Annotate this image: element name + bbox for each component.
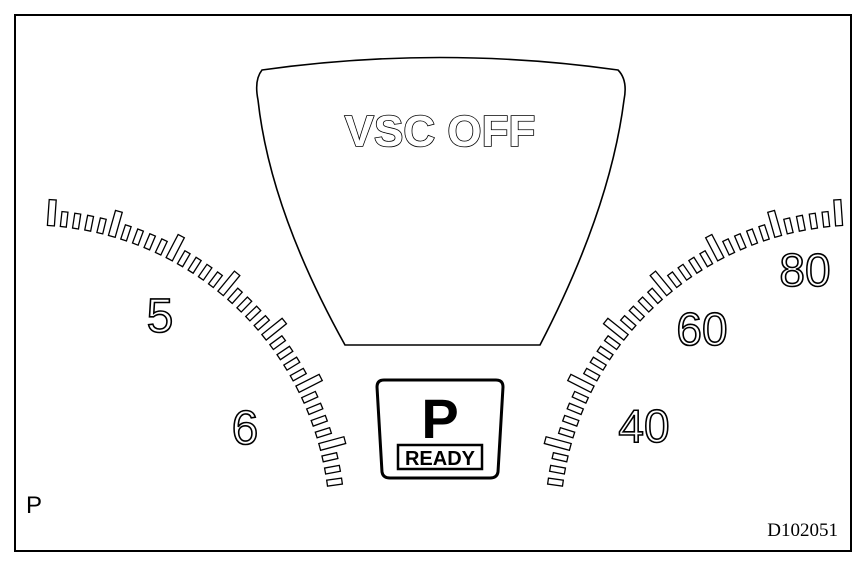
left-gauge-tick xyxy=(154,237,169,256)
right-gauge-tick xyxy=(546,477,565,487)
right-gauge-label-40: 40 xyxy=(618,400,669,452)
ready-badge xyxy=(396,443,484,471)
right-gauge-tick xyxy=(699,249,714,268)
right-gauge-tick xyxy=(649,270,674,297)
left-gauge-tick xyxy=(282,356,301,372)
right-gauge-tick xyxy=(721,237,736,256)
right-gauge-tick xyxy=(589,356,608,372)
shift-gear-letter: P xyxy=(421,387,458,450)
right-gauge-tick xyxy=(704,233,725,262)
left-gauge-tick xyxy=(300,390,319,404)
left-gauge-tick xyxy=(253,314,271,331)
left-gauge-tick xyxy=(107,209,124,239)
left-gauge-ticks xyxy=(46,198,347,487)
left-gauge-tick xyxy=(289,367,308,382)
right-gauge-tick xyxy=(677,263,693,282)
right-gauge-tick xyxy=(666,271,683,289)
left-gauge-label-6: 6 xyxy=(232,402,259,455)
left-gauge-tick xyxy=(176,249,191,268)
right-gauge-tick xyxy=(571,390,590,404)
right-gauge-label-60: 60 xyxy=(676,303,727,355)
left-gauge-tick xyxy=(314,426,333,439)
right-gauge-tick xyxy=(646,287,664,305)
right-gauge-tick xyxy=(745,228,759,246)
left-gauge-label-5: 5 xyxy=(147,290,174,343)
left-gauge-tick xyxy=(310,414,329,427)
right-gauge-tick xyxy=(557,426,576,439)
left-gauge-tick xyxy=(119,223,132,242)
right-gauge-tick xyxy=(766,209,783,239)
right-gauge-tick xyxy=(733,232,747,251)
right-gauge-tick xyxy=(833,198,844,227)
right-gauge-ticks xyxy=(543,198,844,487)
left-gauge-tick xyxy=(317,435,347,452)
right-gauge-tick xyxy=(687,256,703,275)
left-gauge-tick xyxy=(260,317,288,341)
left-gauge-tick xyxy=(96,217,108,235)
left-gauge-tick xyxy=(305,402,324,416)
left-gauge-tick xyxy=(321,451,339,463)
right-gauge-tick xyxy=(548,464,567,475)
figure-id: D102051 xyxy=(767,520,838,541)
right-gauge-tick xyxy=(637,296,654,313)
right-gauge-tick xyxy=(795,214,807,232)
right-gauge-tick xyxy=(782,217,794,235)
left-gauge-tick xyxy=(197,263,213,282)
left-gauge-tick xyxy=(244,305,262,322)
left-gauge-tick xyxy=(323,464,342,475)
right-gauge-tick xyxy=(821,210,831,228)
vsc-indicator-panel xyxy=(255,56,626,346)
right-gauge-tick xyxy=(602,317,630,341)
left-gauge-tick xyxy=(295,373,324,394)
left-gauge-tick xyxy=(216,270,241,297)
left-gauge-tick xyxy=(59,210,69,228)
left-gauge-tick xyxy=(131,228,145,246)
right-gauge-tick xyxy=(551,451,569,463)
left-gauge-tick xyxy=(143,232,157,251)
right-gauge-tick xyxy=(758,223,771,242)
left-gauge-tick xyxy=(187,256,203,275)
corner-label: P xyxy=(26,492,43,519)
left-gauge-tick xyxy=(165,233,186,262)
right-gauge-tick xyxy=(561,414,580,427)
right-gauge-label-80: 80 xyxy=(779,244,830,296)
right-gauge-tick xyxy=(566,402,585,416)
left-gauge-tick xyxy=(207,271,224,289)
left-gauge-tick xyxy=(71,212,82,230)
left-gauge-tick xyxy=(226,287,244,305)
right-gauge-tick xyxy=(628,305,646,322)
left-gauge-tick xyxy=(276,345,294,361)
right-gauge-tick xyxy=(543,435,573,452)
right-gauge-tick xyxy=(808,212,819,230)
vsc-off-label: VSC OFF xyxy=(345,107,536,156)
left-gauge-tick xyxy=(268,334,287,351)
right-gauge-tick xyxy=(603,334,622,351)
left-gauge-tick xyxy=(325,477,344,487)
right-gauge-tick xyxy=(582,367,601,382)
left-gauge-tick xyxy=(236,296,253,313)
left-gauge-tick xyxy=(46,198,57,227)
right-gauge-tick xyxy=(619,314,637,331)
ready-label: READY xyxy=(405,448,476,470)
right-gauge-tick xyxy=(596,345,614,361)
right-gauge-tick xyxy=(566,373,595,394)
left-gauge-tick xyxy=(83,214,95,232)
